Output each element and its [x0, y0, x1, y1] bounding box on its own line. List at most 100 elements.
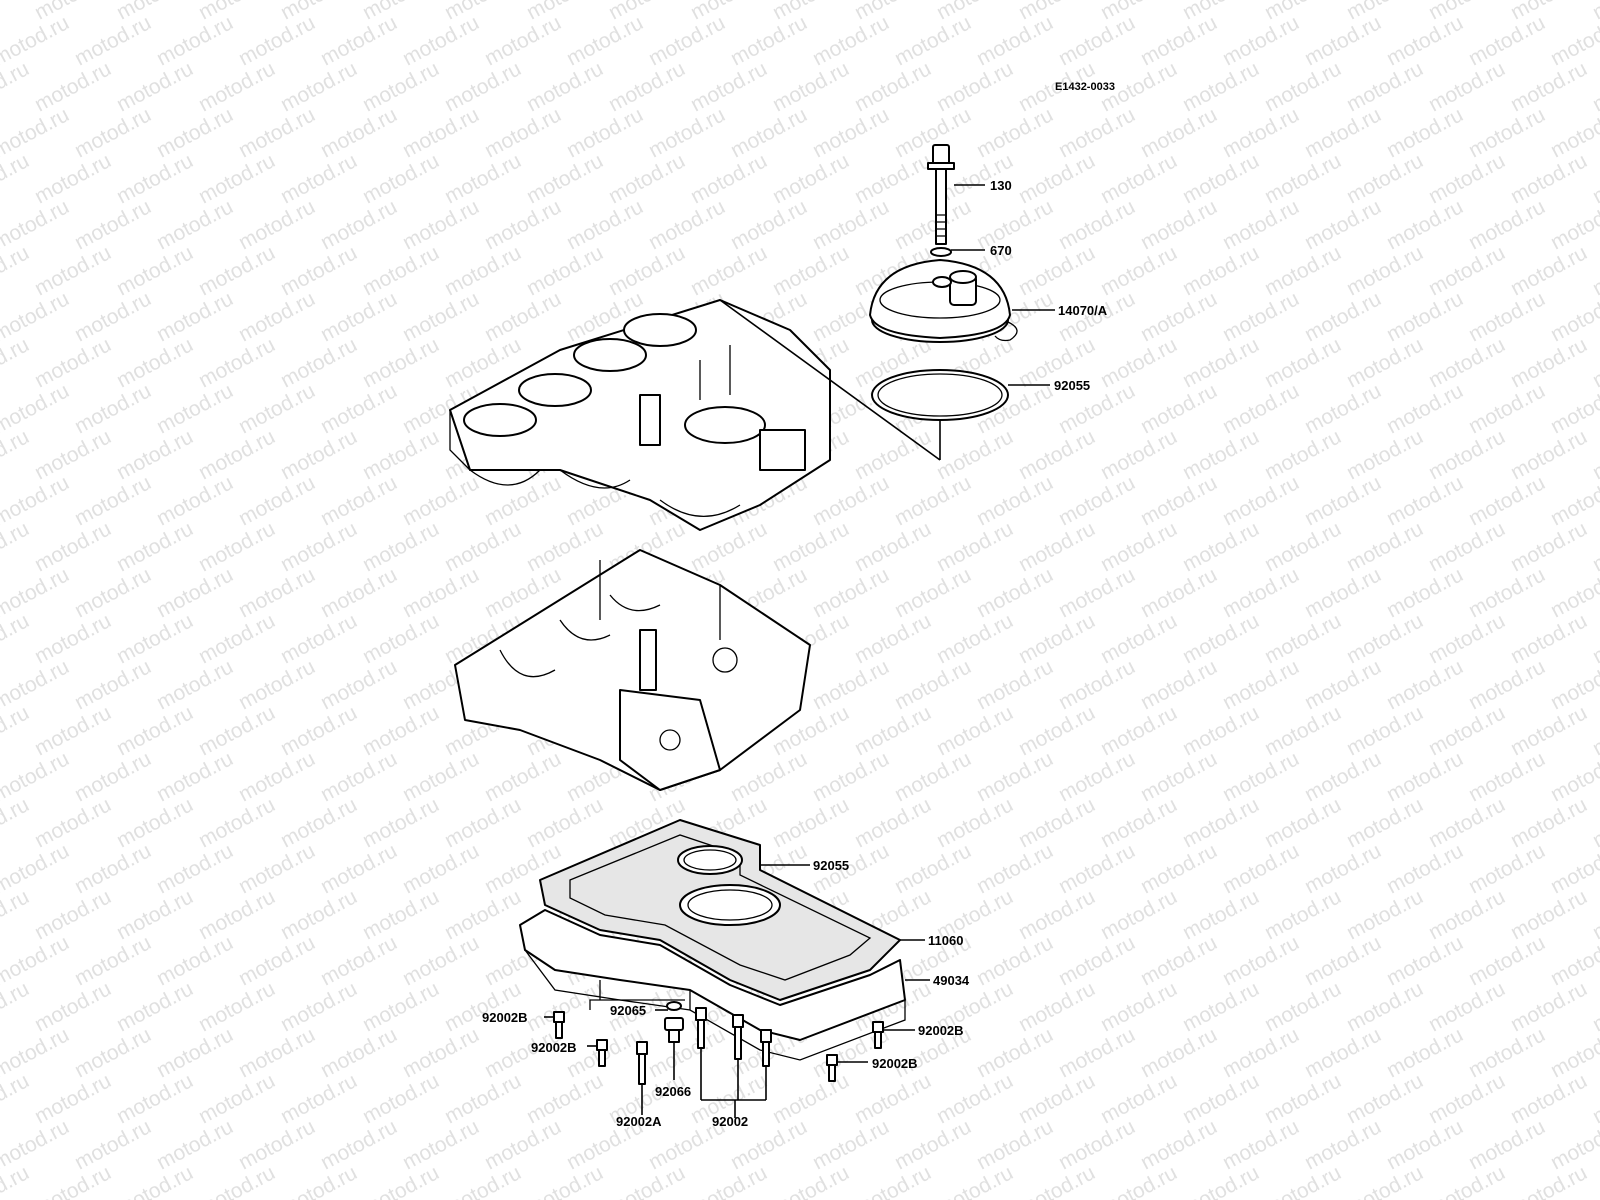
watermark-text: motod.ru: [195, 517, 279, 576]
watermark-text: motod.ru: [1097, 1161, 1181, 1200]
watermark-text: motod.ru: [1383, 471, 1467, 530]
watermark-text: motod.ru: [113, 793, 197, 852]
watermark-text: motod.ru: [71, 287, 155, 346]
watermark-text: motod.ru: [1097, 517, 1181, 576]
bolts-92002: [695, 1007, 772, 1067]
watermark-text: motod.ru: [359, 701, 443, 760]
watermark-text: motod.ru: [0, 609, 33, 668]
watermark-text: motod.ru: [973, 563, 1057, 622]
watermark-text: motod.ru: [1179, 333, 1263, 392]
watermark-text: motod.ru: [113, 57, 197, 116]
watermark-text: motod.ru: [645, 1023, 729, 1082]
watermark-text: motod.ru: [1507, 977, 1591, 1036]
watermark-text: motod.ru: [1219, 471, 1303, 530]
watermark-text: motod.ru: [1301, 1115, 1385, 1174]
watermark-text: motod.ru: [1261, 793, 1345, 852]
watermark-text: motod.ru: [1055, 839, 1139, 898]
watermark-text: motod.ru: [1219, 103, 1303, 162]
watermark-text: motod.ru: [1261, 241, 1345, 300]
label-11060: 11060: [928, 933, 963, 948]
watermark-text: motod.ru: [359, 977, 443, 1036]
watermark-text: motod.ru: [1055, 471, 1139, 530]
watermark-text: motod.ru: [1589, 425, 1600, 484]
watermark-text: motod.ru: [153, 11, 237, 70]
watermark-text: motod.ru: [1015, 977, 1099, 1036]
watermark-text: motod.ru: [359, 149, 443, 208]
watermark-text: motod.ru: [481, 11, 565, 70]
watermark-text: motod.ru: [809, 655, 893, 714]
watermark-text: motod.ru: [973, 471, 1057, 530]
watermark-text: motod.ru: [153, 471, 237, 530]
bolt-130: [927, 144, 955, 245]
watermark-text: motod.ru: [71, 379, 155, 438]
bolt-92002a: [636, 1041, 648, 1085]
watermark-text: motod.ru: [31, 57, 115, 116]
watermark-text: motod.ru: [1219, 379, 1303, 438]
oil-pan-gasket: [539, 819, 901, 1001]
watermark-text: motod.ru: [235, 839, 319, 898]
watermark-text: motod.ru: [1015, 241, 1099, 300]
watermark-text: motod.ru: [0, 0, 33, 24]
watermark-text: motod.ru: [1179, 425, 1263, 484]
watermark-text: motod.ru: [1425, 425, 1509, 484]
watermark-text: motod.ru: [1589, 333, 1600, 392]
filter-cover: [869, 259, 1018, 343]
watermark-text: motod.ru: [851, 425, 935, 484]
label-92002b-3: 92002B: [918, 1023, 964, 1038]
watermark-text: motod.ru: [71, 931, 155, 990]
watermark-text: motod.ru: [1137, 747, 1221, 806]
watermark-text: motod.ru: [113, 609, 197, 668]
watermark-text: motod.ru: [1343, 241, 1427, 300]
watermark-text: motod.ru: [1343, 1069, 1427, 1128]
watermark-text: motod.ru: [973, 931, 1057, 990]
watermark-text: motod.ru: [0, 885, 33, 944]
oil-pan: [519, 909, 906, 1061]
watermark-text: motod.ru: [851, 149, 935, 208]
watermark-text: motod.ru: [71, 747, 155, 806]
label-92002a: 92002A: [616, 1114, 662, 1129]
watermark-text: motod.ru: [1589, 57, 1600, 116]
watermark-text: motod.ru: [0, 471, 73, 530]
watermark-text: motod.ru: [1179, 1161, 1263, 1200]
watermark-text: motod.ru: [523, 57, 607, 116]
watermark-text: motod.ru: [399, 11, 483, 70]
watermark-text: motod.ru: [1179, 149, 1263, 208]
watermark-text: motod.ru: [277, 977, 361, 1036]
watermark-text: motod.ru: [481, 1115, 565, 1174]
watermark-text: motod.ru: [973, 1115, 1057, 1174]
label-130: 130: [990, 178, 1012, 193]
watermark-text: motod.ru: [645, 11, 729, 70]
watermark-text: motod.ru: [31, 241, 115, 300]
watermark-text: motod.ru: [563, 195, 647, 254]
watermark-text: motod.ru: [317, 1115, 401, 1174]
watermark-text: motod.ru: [235, 747, 319, 806]
watermark-text: motod.ru: [71, 11, 155, 70]
watermark-text: motod.ru: [1383, 103, 1467, 162]
watermark-text: motod.ru: [1425, 977, 1509, 1036]
watermark-text: motod.ru: [1137, 287, 1221, 346]
watermark-text: motod.ru: [1179, 57, 1263, 116]
watermark-text: motod.ru: [441, 1069, 525, 1128]
watermark-text: motod.ru: [1301, 11, 1385, 70]
watermark-text: motod.ru: [1015, 425, 1099, 484]
watermark-text: motod.ru: [71, 655, 155, 714]
watermark-text: motod.ru: [277, 609, 361, 668]
watermark-text: motod.ru: [277, 425, 361, 484]
watermark-text: motod.ru: [1507, 609, 1591, 668]
watermark-text: motod.ru: [0, 517, 33, 576]
watermark-text: motod.ru: [1219, 655, 1303, 714]
watermark-text: motod.ru: [1589, 149, 1600, 208]
watermark-text: motod.ru: [1055, 655, 1139, 714]
watermark-text: motod.ru: [769, 517, 853, 576]
watermark-text: motod.ru: [0, 563, 73, 622]
watermark-text: motod.ru: [0, 839, 73, 898]
watermark-text: motod.ru: [769, 57, 853, 116]
watermark-text: motod.ru: [687, 1161, 771, 1200]
diagram-code: E1432-0033: [1055, 81, 1115, 93]
watermark-text: motod.ru: [235, 103, 319, 162]
watermark-text: motod.ru: [1055, 11, 1139, 70]
watermark-text: motod.ru: [31, 701, 115, 760]
watermark-text: motod.ru: [441, 793, 525, 852]
watermark-text: motod.ru: [0, 701, 33, 760]
watermark-text: motod.ru: [399, 287, 483, 346]
